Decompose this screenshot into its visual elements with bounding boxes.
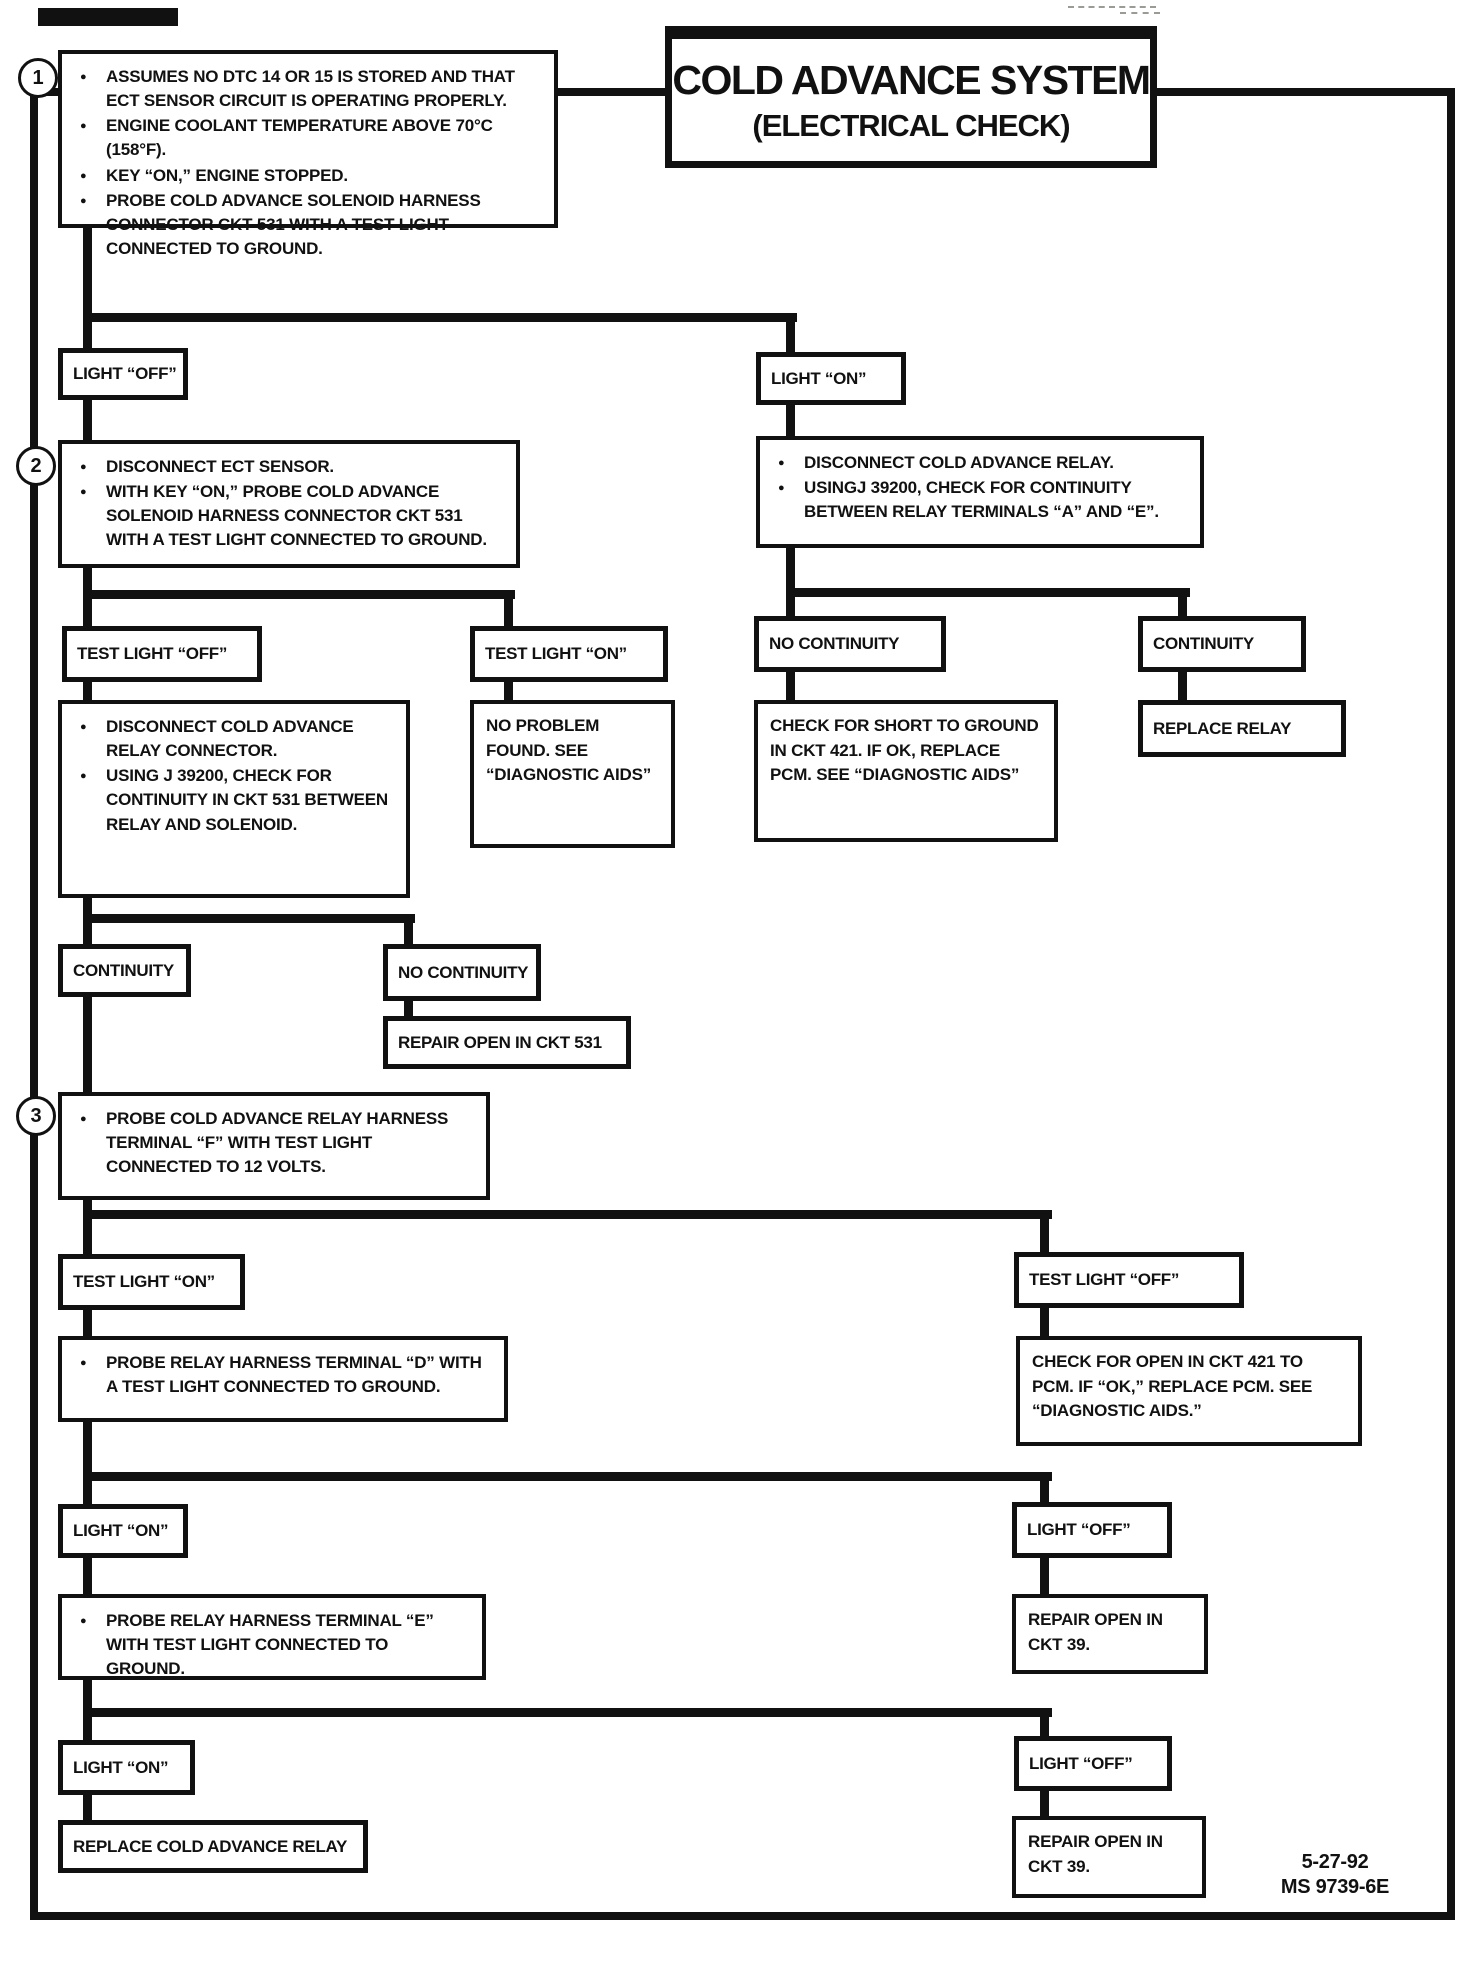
bullet-text: ENGINE COOLANT TEMPERATURE ABOVE 70°C (1… bbox=[106, 116, 493, 160]
connector bbox=[83, 1210, 1052, 1219]
result-continuity-right: CONTINUITY bbox=[1138, 616, 1306, 672]
check-short-to-ground-box: CHECK FOR SHORT TO GROUND IN CKT 421. IF… bbox=[754, 700, 1058, 842]
replace-cold-advance-relay-box: REPLACE COLD ADVANCE RELAY bbox=[58, 1820, 368, 1873]
connector bbox=[1040, 1788, 1049, 1819]
connector bbox=[83, 1556, 92, 1596]
result-light-on-1: LIGHT “ON” bbox=[756, 352, 906, 405]
bullet-icon: ● bbox=[80, 120, 87, 133]
result-no-continuity-mid: NO CONTINUITY bbox=[383, 944, 541, 1001]
bullet-text: WITH KEY “ON,” PROBE COLD ADVANCE SOLENO… bbox=[106, 482, 487, 550]
footer-doc-code: MS 9739-6E bbox=[1280, 1876, 1390, 1898]
connector bbox=[1040, 1472, 1049, 1504]
step-marker-2: 2 bbox=[16, 446, 56, 486]
bullet-text: PROBE COLD ADVANCE SOLENOID HARNESS CONN… bbox=[106, 190, 481, 258]
step2-disconnect-ect-box: ● DISCONNECT ECT SENSOR. ● WITH KEY “ON,” … bbox=[58, 440, 520, 568]
bullet-icon: ● bbox=[80, 194, 87, 207]
connector bbox=[404, 999, 413, 1019]
no-problem-found-box: NO PROBLEM FOUND. SEE “DIAGNOSTIC AIDS” bbox=[470, 700, 675, 848]
bullet-text: ASSUMES NO DTC 14 OR 15 IS STORED AND TH… bbox=[106, 67, 515, 111]
connector bbox=[1040, 1306, 1049, 1338]
bullet-text: PROBE RELAY HARNESS TERMINAL “D” WITH A … bbox=[106, 1353, 482, 1397]
result-continuity-left: CONTINUITY bbox=[58, 944, 191, 997]
repair-open-ckt39-box-a: REPAIR OPEN IN CKT 39. bbox=[1012, 1594, 1208, 1674]
bullet-icon: ● bbox=[778, 457, 785, 469]
connector bbox=[83, 398, 92, 442]
disconnect-relay-check-continuity-box: ● DISCONNECT COLD ADVANCE RELAY. ● USINGJ … bbox=[756, 436, 1204, 548]
probe-terminal-e-box: ● PROBE RELAY HARNESS TERMINAL “E” WITH T… bbox=[58, 1594, 486, 1680]
connector bbox=[83, 995, 92, 1094]
result-test-light-on-3: TEST LIGHT “ON” bbox=[58, 1254, 245, 1310]
connector bbox=[404, 914, 413, 948]
connector bbox=[1178, 670, 1187, 702]
result-test-light-on-2: TEST LIGHT “ON” bbox=[470, 626, 668, 682]
bullet-icon: ● bbox=[778, 482, 785, 495]
replace-relay-box: REPLACE RELAY bbox=[1138, 700, 1346, 757]
connector bbox=[83, 914, 415, 923]
step-marker-3: 3 bbox=[16, 1096, 56, 1136]
bullet-text: USING J 39200, CHECK FOR CONTINUITY IN C… bbox=[106, 766, 388, 834]
bullet-icon: ● bbox=[80, 1357, 87, 1369]
result-light-on-3: LIGHT “ON” bbox=[58, 1740, 195, 1795]
result-light-on-2: LIGHT “ON” bbox=[58, 1504, 188, 1558]
bullet-icon: ● bbox=[80, 1615, 87, 1627]
probe-terminal-d-box: ● PROBE RELAY HARNESS TERMINAL “D” WITH A… bbox=[58, 1336, 508, 1422]
connector bbox=[786, 588, 1190, 597]
bullet-text: KEY “ON,” ENGINE STOPPED. bbox=[106, 165, 348, 185]
step1-preconditions-box: ● ASSUMES NO DTC 14 OR 15 IS STORED AND T… bbox=[58, 50, 558, 258]
bullet-text: DISCONNECT COLD ADVANCE RELAY CONNECTOR. bbox=[106, 717, 354, 761]
connector bbox=[504, 590, 513, 628]
scan-artifact-bar bbox=[38, 8, 178, 26]
repair-open-ckt39-box-b: REPAIR OPEN IN CKT 39. bbox=[1012, 1816, 1206, 1898]
page-subtitle: (ELECTRICAL CHECK) bbox=[752, 107, 1070, 143]
result-no-continuity-right: NO CONTINUITY bbox=[754, 616, 946, 672]
connector bbox=[1040, 1708, 1049, 1739]
connector bbox=[83, 228, 92, 354]
connector bbox=[83, 1418, 92, 1506]
connector bbox=[1040, 1556, 1049, 1596]
bullet-icon: ● bbox=[80, 169, 87, 182]
connector bbox=[83, 1308, 92, 1338]
page-title: COLD ADVANCE SYSTEM bbox=[672, 56, 1151, 103]
bullet-icon: ● bbox=[80, 486, 87, 499]
connector bbox=[786, 402, 795, 440]
bullet-icon: ● bbox=[80, 1113, 87, 1125]
document-footer: 5-27-92 MS 9739-6E bbox=[1235, 1850, 1435, 1900]
connector bbox=[786, 670, 795, 702]
connector bbox=[83, 590, 515, 599]
bullet-text: USINGJ 39200, CHECK FOR CONTINUITY BETWE… bbox=[804, 478, 1159, 522]
title-box: COLD ADVANCE SYSTEM (ELECTRICAL CHECK) bbox=[665, 26, 1157, 168]
connector bbox=[1040, 1210, 1049, 1256]
connector bbox=[786, 546, 795, 620]
scan-artifact-dashes bbox=[1068, 6, 1156, 8]
bullet-text: DISCONNECT COLD ADVANCE RELAY. bbox=[804, 453, 1114, 472]
step3-probe-terminal-f-box: ● PROBE COLD ADVANCE RELAY HARNESS TERMIN… bbox=[58, 1092, 490, 1200]
bullet-icon: ● bbox=[80, 71, 87, 83]
bullet-text: PROBE COLD ADVANCE RELAY HARNESS TERMINA… bbox=[106, 1109, 449, 1177]
bullet-icon: ● bbox=[80, 461, 87, 473]
bullet-icon: ● bbox=[80, 721, 87, 733]
connector bbox=[504, 680, 513, 702]
result-light-off-2: LIGHT “OFF” bbox=[1012, 1502, 1172, 1558]
repair-open-ckt531-box: REPAIR OPEN IN CKT 531 bbox=[383, 1016, 631, 1069]
step-marker-1: 1 bbox=[18, 58, 58, 98]
result-light-off-1: LIGHT “OFF” bbox=[58, 348, 188, 400]
result-light-off-3: LIGHT “OFF” bbox=[1014, 1736, 1172, 1791]
result-test-light-off-3: TEST LIGHT “OFF” bbox=[1014, 1252, 1244, 1308]
check-open-ckt421-box: CHECK FOR OPEN IN CKT 421 TO PCM. IF “OK… bbox=[1016, 1336, 1362, 1446]
scan-artifact-dashes2 bbox=[1120, 12, 1160, 14]
bullet-text: DISCONNECT ECT SENSOR. bbox=[106, 457, 334, 476]
footer-date: 5-27-92 bbox=[1301, 1851, 1369, 1873]
connector bbox=[83, 680, 92, 702]
bullet-text: PROBE RELAY HARNESS TERMINAL “E” WITH TE… bbox=[106, 1611, 434, 1679]
connector bbox=[786, 313, 795, 356]
connector bbox=[83, 313, 797, 322]
result-test-light-off-2: TEST LIGHT “OFF” bbox=[62, 626, 262, 682]
connector bbox=[1178, 588, 1187, 620]
connector bbox=[83, 1472, 1052, 1481]
disconnect-relay-connector-box: ● DISCONNECT COLD ADVANCE RELAY CONNECTOR… bbox=[58, 700, 410, 898]
connector bbox=[83, 1708, 1052, 1717]
bullet-icon: ● bbox=[80, 770, 87, 783]
connector bbox=[83, 1793, 92, 1822]
connector bbox=[83, 1196, 92, 1256]
